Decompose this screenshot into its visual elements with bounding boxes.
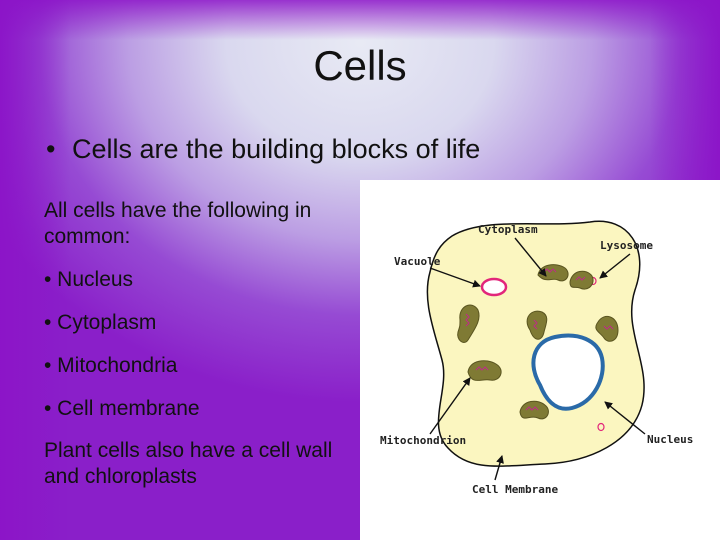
lysosome-shape-2	[597, 422, 605, 432]
nucleus-shape	[531, 333, 605, 411]
intro-text: All cells have the following in common:	[44, 199, 312, 248]
list-item-cell-membrane: • Cell membrane	[44, 397, 200, 420]
label-lysosome: Lysosome	[600, 239, 653, 252]
mitochondrion-6	[467, 360, 502, 381]
body-text: All cells have the following in common: …	[44, 198, 344, 490]
cell-diagram: Cytoplasm Lysosome Vacuole Mitochondrion…	[360, 180, 720, 540]
list-item-nucleus: • Nucleus	[44, 268, 134, 291]
label-vacuole: Vacuole	[394, 255, 441, 268]
label-cell-membrane: Cell Membrane	[472, 483, 558, 496]
mitochondrion-7	[519, 400, 549, 420]
list-item-mitochondria: • Mitochondria	[44, 354, 178, 377]
footer-text: Plant cells also have a cell wall and ch…	[44, 439, 333, 488]
main-bullet-text: Cells are the building blocks of life	[72, 134, 481, 164]
leader-lines	[429, 237, 646, 481]
label-cytoplasm: Cytoplasm	[478, 223, 538, 236]
vacuole-shape	[480, 277, 508, 297]
mitochondrion-4	[526, 310, 548, 340]
cell-membrane-shape	[426, 220, 645, 467]
cell-diagram-svg: Cytoplasm Lysosome Vacuole Mitochondrion…	[380, 220, 693, 496]
list-item-cytoplasm: • Cytoplasm	[44, 311, 157, 334]
slide-title: Cells	[313, 42, 407, 89]
main-bullet: • Cells are the building blocks of life	[46, 134, 480, 165]
label-nucleus: Nucleus	[647, 433, 693, 446]
bullet-dot: •	[46, 134, 56, 164]
label-mitochondrion: Mitochondrion	[380, 434, 466, 447]
